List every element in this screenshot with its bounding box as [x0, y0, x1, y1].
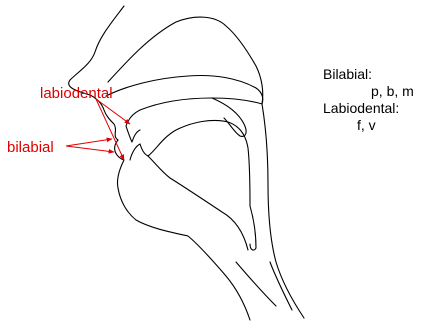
- legend-examples-labiodental: f, v: [323, 117, 414, 134]
- nasal-cavity: [108, 17, 263, 104]
- tongue: [148, 120, 250, 206]
- pharynx-wall: [262, 104, 304, 318]
- bilabial-pointer-lower: [66, 146, 114, 152]
- legend-heading-labiodental: Labiodental:: [323, 100, 414, 117]
- legend: Bilabial: p, b, m Labiodental: f, v: [323, 66, 414, 134]
- lower-teeth: [130, 144, 148, 160]
- epiglottis: [250, 206, 256, 250]
- hard-palate: [106, 76, 263, 127]
- labiodental-pointer-lip: [96, 99, 124, 160]
- bilabial-label: bilabial: [7, 139, 54, 156]
- labiodental-label: labiodental: [40, 85, 113, 102]
- jaw-inner: [148, 156, 248, 250]
- legend-heading-bilabial: Bilabial:: [323, 66, 414, 83]
- labiodental-pointer-teeth: [96, 99, 130, 124]
- larynx: [236, 262, 292, 310]
- upper-teeth: [126, 126, 140, 142]
- bilabial-pointer-upper: [66, 139, 112, 146]
- legend-examples-bilabial: p, b, m: [323, 83, 414, 100]
- chin-profile: [115, 140, 250, 320]
